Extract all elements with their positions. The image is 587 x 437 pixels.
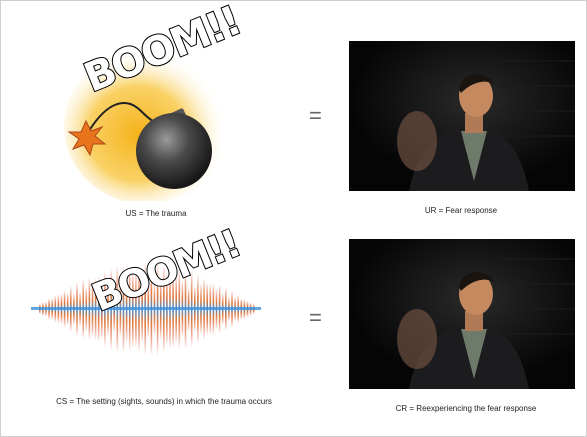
cr-caption: CR = Reexperiencing the fear response [395, 404, 537, 413]
cs-caption: CS = The setting (sights, sounds) in whi… [56, 397, 272, 406]
man-startled-photo-2 [349, 239, 575, 389]
trauma-illustration: BOOM!! [56, 0, 256, 204]
man-startled-photo [349, 41, 575, 191]
equals-sign-top: = [309, 103, 322, 128]
equals-sign-bottom: = [309, 305, 322, 330]
bomb-icon [64, 48, 228, 204]
us-caption: US = The trauma [125, 209, 187, 218]
spark-icon [67, 119, 107, 157]
sound-wave-icon [31, 261, 261, 357]
ur-caption: UR = Fear response [424, 206, 498, 215]
fear-response-photo [349, 41, 575, 191]
setting-illustration: BOOM!! [31, 220, 261, 369]
reexperiencing-photo [349, 239, 575, 389]
